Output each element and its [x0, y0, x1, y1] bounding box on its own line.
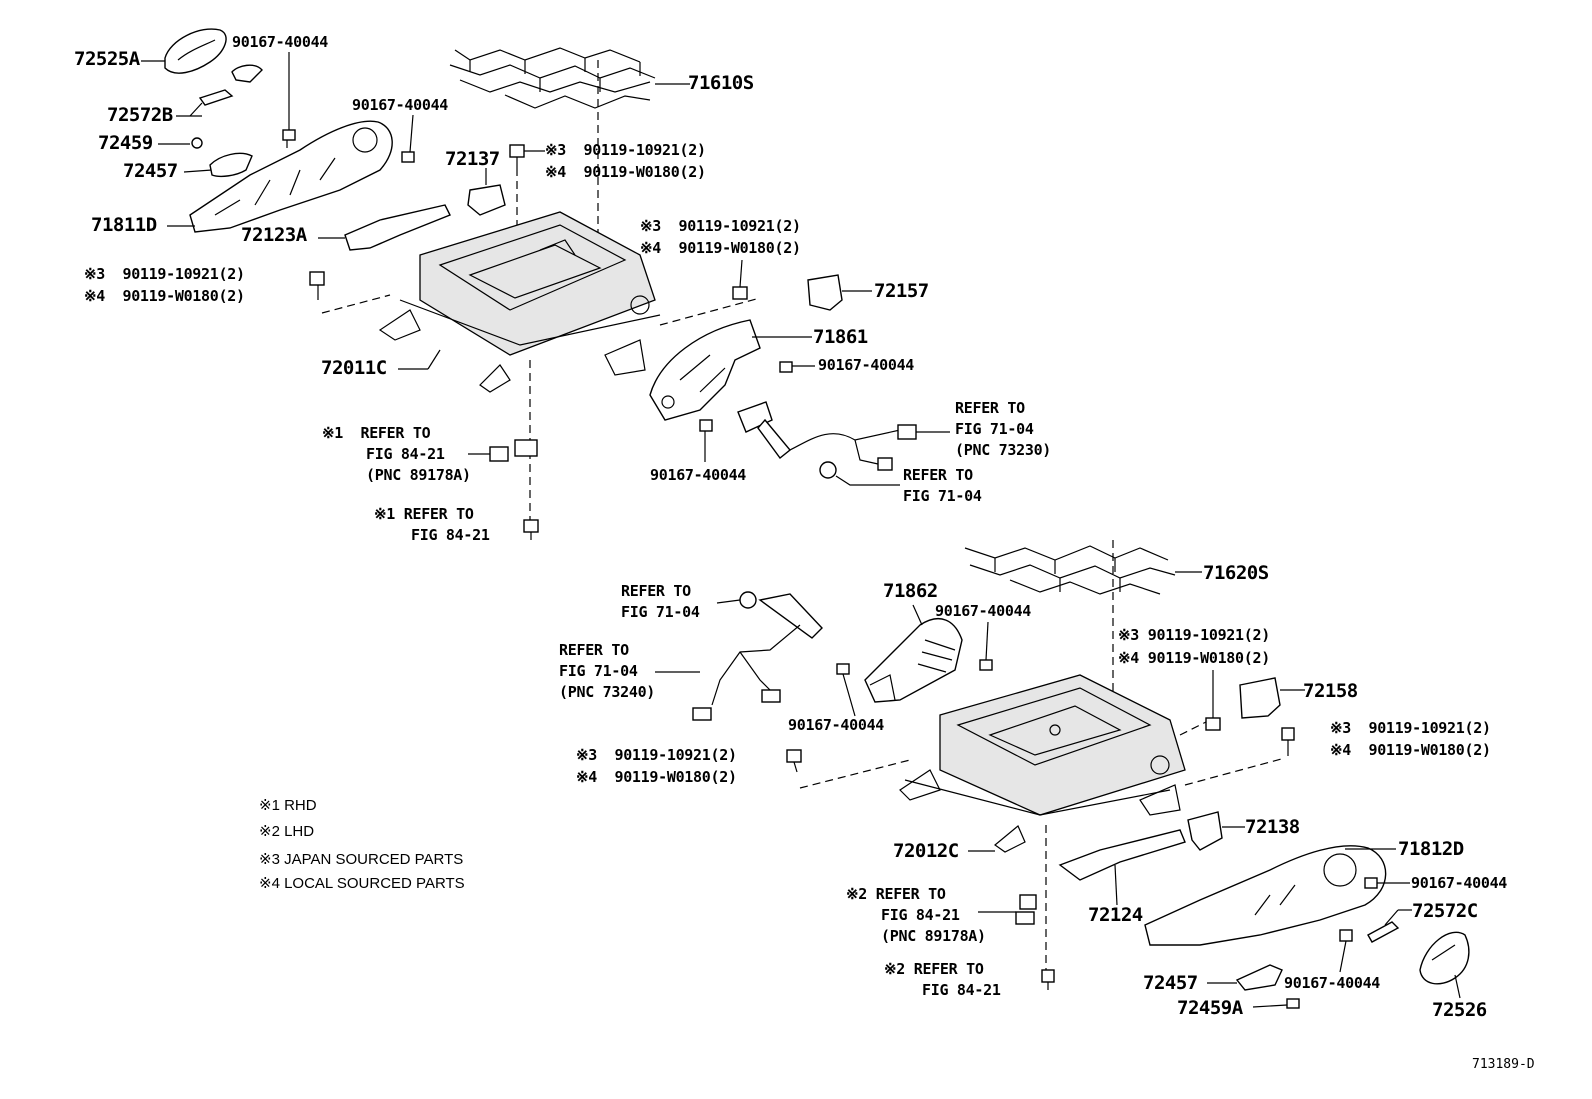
- bolt-note-line1: ※3 90119-10921(2): [640, 217, 801, 235]
- part-label-72526: 72526: [1432, 999, 1487, 1021]
- lever-knob-upper: [164, 28, 263, 106]
- refer-note-line1: REFER TO: [559, 641, 629, 659]
- part-label-90167-40044: 90167-40044: [818, 356, 915, 374]
- refer-note-line1: REFER TO: [903, 466, 973, 484]
- part-label-72011C: 72011C: [321, 357, 387, 379]
- part-label-72138: 72138: [1245, 816, 1300, 838]
- refer-note-line3: (PNC 73240): [559, 683, 656, 701]
- side-cover-lower: [864, 618, 963, 703]
- part-label-72572B: 72572B: [107, 104, 173, 126]
- spring-mat-upper: [449, 47, 656, 109]
- bolt-note-line1: ※3 90119-10921(2): [1118, 626, 1270, 644]
- refer-note-line1: ※1 REFER TO: [322, 424, 431, 442]
- legend-item: ※4 LOCAL SOURCED PARTS: [259, 875, 465, 892]
- part-label-72158: 72158: [1303, 680, 1358, 702]
- bolt-note-line2: ※4 90119-W0180(2): [640, 239, 801, 257]
- part-label-90167-40044: 90167-40044: [650, 466, 747, 484]
- screw-upper-a: [282, 52, 296, 148]
- part-label-72572C: 72572C: [1412, 900, 1478, 922]
- part-label-72457: 72457: [1143, 972, 1198, 994]
- part-label-71811D: 71811D: [91, 214, 157, 236]
- part-label-72459A: 72459A: [1177, 997, 1243, 1019]
- bolt-note-line2: ※4 90119-W0180(2): [1118, 649, 1270, 667]
- refer-note-line2: FIG 71-04: [955, 420, 1034, 438]
- refer-note-line1: ※1 REFER TO: [374, 505, 474, 523]
- refer-note-line1: REFER TO: [621, 582, 691, 600]
- part-label-72012C: 72012C: [893, 840, 959, 862]
- part-label-72525A: 72525A: [74, 48, 140, 70]
- seatbelt-buckle-lower: [692, 591, 823, 721]
- part-label-72459: 72459: [98, 132, 153, 154]
- legend-item: ※1 RHD: [259, 797, 317, 814]
- side-cover-upper: [649, 319, 761, 421]
- refer-note-line2: FIG 71-04: [621, 603, 700, 621]
- bolt-note-line1: ※3 90119-10921(2): [545, 141, 706, 159]
- part-label-90167-40044: 90167-40044: [788, 716, 885, 734]
- screw-upper-b: [401, 114, 415, 163]
- part-label-71862: 71862: [883, 580, 938, 602]
- part-label-72123A: 72123A: [241, 224, 307, 246]
- refer-note-line2: FIG 84-21: [922, 981, 1001, 999]
- bolt-note-line2: ※4 90119-W0180(2): [576, 768, 737, 786]
- refer-note-line3: (PNC 73230): [955, 441, 1052, 459]
- bolt-upper-c: [509, 144, 545, 230]
- part-label-90167-40044: 90167-40044: [1411, 874, 1508, 892]
- part-label-72157: 72157: [874, 280, 929, 302]
- refer-note-line1: ※2 REFER TO: [884, 960, 984, 978]
- bolt-note-line1: ※3 90119-10921(2): [1330, 719, 1491, 737]
- refer-note-line1: ※2 REFER TO: [846, 885, 946, 903]
- refer-note-line2: FIG 84-21: [411, 526, 490, 544]
- part-label-90167-40044: 90167-40044: [352, 96, 449, 114]
- bolt-note-line2: ※4 90119-W0180(2): [545, 163, 706, 181]
- bolt-note-line2: ※4 90119-W0180(2): [84, 287, 245, 305]
- part-label-90167-40044: 90167-40044: [935, 602, 1032, 620]
- legend-item: ※3 JAPAN SOURCED PARTS: [259, 851, 464, 868]
- seatbelt-buckle-upper: [737, 401, 917, 479]
- side-shield-upper: [189, 120, 393, 233]
- part-label-72137: 72137: [445, 148, 500, 170]
- part-label-71812D: 71812D: [1398, 838, 1464, 860]
- part-label-71610S: 71610S: [688, 72, 754, 94]
- part-label-71620S: 71620S: [1203, 562, 1269, 584]
- part-label-90167-40044: 90167-40044: [1284, 974, 1381, 992]
- side-shield-lower: [1144, 845, 1387, 946]
- refer-note-line3: (PNC 89178A): [366, 466, 471, 484]
- part-label-90167-40044: 90167-40044: [232, 33, 329, 51]
- refer-note-line3: (PNC 89178A): [881, 927, 986, 945]
- part-label-71861: 71861: [813, 326, 868, 348]
- seat-adjuster-upper: [378, 211, 661, 393]
- refer-note-line2: FIG 84-21: [881, 906, 960, 924]
- bolt-note-line1: ※3 90119-10921(2): [84, 265, 245, 283]
- refer-note-line2: FIG 71-04: [559, 662, 638, 680]
- refer-note-line1: REFER TO: [955, 399, 1025, 417]
- part-label-72457: 72457: [123, 160, 178, 182]
- seat-adjuster-lower: [899, 674, 1186, 853]
- figure-id: 713189-D: [1472, 1057, 1535, 1072]
- refer-note-line2: FIG 84-21: [366, 445, 445, 463]
- part-label-72124: 72124: [1088, 904, 1143, 926]
- bolt-note-line1: ※3 90119-10921(2): [576, 746, 737, 764]
- legend-item: ※2 LHD: [259, 823, 315, 840]
- bolt-note-line2: ※4 90119-W0180(2): [1330, 741, 1491, 759]
- refer-note-line2: FIG 71-04: [903, 487, 982, 505]
- spring-mat-lower: [964, 545, 1176, 595]
